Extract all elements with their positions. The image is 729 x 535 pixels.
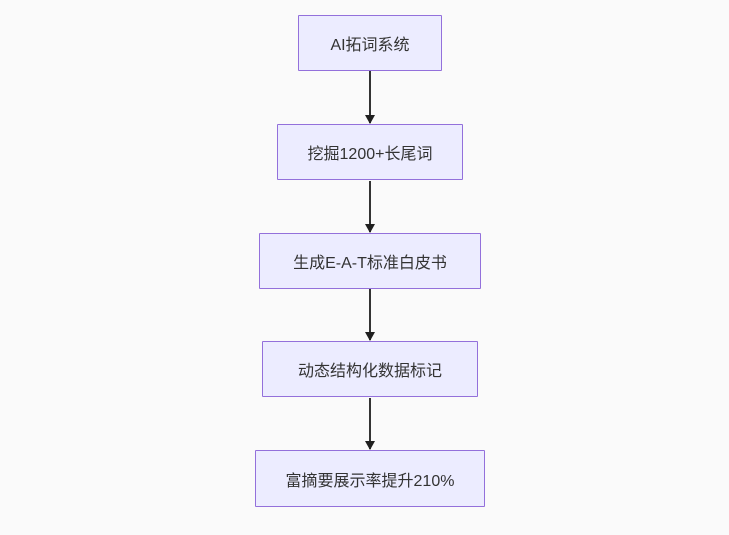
arrow-connector: [369, 289, 371, 340]
arrow-connector: [369, 398, 371, 449]
node-label: 挖掘1200+长尾词: [307, 146, 433, 163]
node-label: 生成E-A-T标准白皮书: [293, 255, 447, 272]
flowchart-node-ai-word-system: AI拓词系统: [298, 15, 442, 71]
node-label: 动态结构化数据标记: [297, 363, 442, 380]
node-label: AI拓词系统: [330, 37, 410, 54]
arrow-connector: [369, 71, 371, 123]
flowchart-node-rich-snippet-result: 富摘要展示率提升210%: [255, 450, 485, 507]
node-label: 富摘要展示率提升210%: [285, 472, 455, 490]
flowchart-node-longtail-mining: 挖掘1200+长尾词: [277, 124, 463, 180]
flowchart-node-structured-data: 动态结构化数据标记: [262, 341, 478, 397]
flowchart-node-eat-whitepaper: 生成E-A-T标准白皮书: [259, 233, 481, 289]
arrow-connector: [369, 181, 371, 232]
